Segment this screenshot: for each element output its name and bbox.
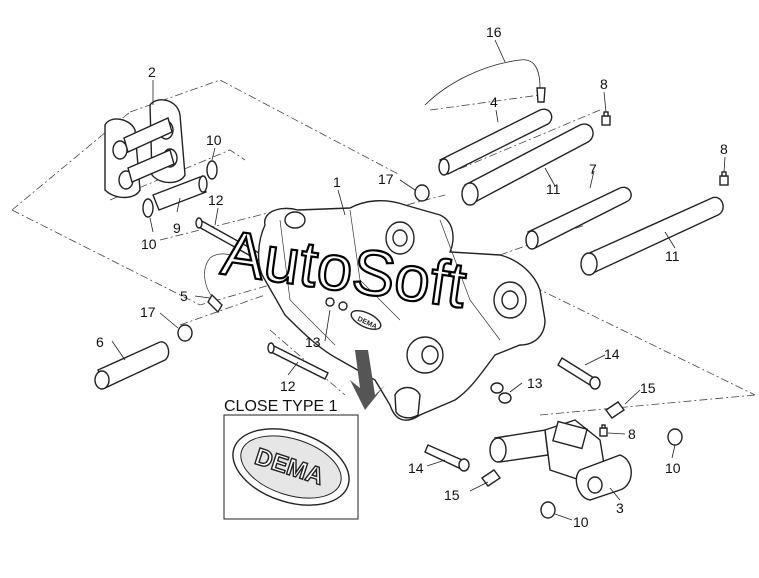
part-8-nipple-a [601, 111, 611, 126]
label-part-10-b: 10 [141, 236, 157, 252]
part-9-pin [152, 175, 208, 211]
part-14-bolt-upper [557, 357, 601, 390]
label-part-7: 7 [589, 161, 597, 177]
label-part-15-a: 15 [640, 380, 656, 396]
part-5-clip-end [207, 293, 223, 314]
part-6-sleeve [94, 341, 170, 390]
part-number-labels: 2 16 4 8 8 10 1 17 11 7 12 9 10 11 5 17 … [96, 24, 728, 530]
leader-lines [111, 39, 726, 521]
label-part-3: 3 [616, 500, 624, 516]
part-5-wire-clip [204, 253, 246, 301]
ring-10-b [142, 198, 154, 218]
part-2-bracket [104, 99, 186, 199]
label-part-12-b: 12 [280, 378, 296, 394]
ring-10-c [667, 428, 683, 446]
part-8-nipple-b [719, 171, 729, 186]
label-part-8-a: 8 [600, 76, 608, 92]
ring-10-d [540, 501, 556, 519]
label-part-8-c: 8 [628, 426, 636, 442]
label-part-10-c: 10 [665, 460, 681, 476]
label-part-13-a: 13 [305, 334, 321, 350]
label-part-6: 6 [96, 334, 104, 350]
label-part-17-b: 17 [140, 304, 156, 320]
label-part-1: 1 [333, 174, 341, 190]
label-part-12-a: 12 [208, 192, 224, 208]
label-part-11-b: 11 [665, 248, 680, 264]
label-part-10-d: 10 [573, 514, 589, 530]
label-part-8-b: 8 [720, 141, 728, 157]
label-part-5: 5 [180, 288, 188, 304]
ring-10-a [206, 160, 218, 180]
part-13-nut-b [498, 392, 512, 404]
label-part-17-a: 17 [378, 171, 394, 187]
closeup-arrow [350, 350, 385, 410]
part-8-nipple-c [599, 424, 608, 437]
ring-17-left [177, 324, 193, 342]
part-13-nut-a [490, 382, 504, 394]
part-4-cylinder [438, 108, 553, 176]
label-part-15-b: 15 [444, 487, 460, 503]
label-part-14-b: 14 [408, 460, 424, 476]
label-part-2: 2 [148, 64, 156, 80]
part-7-tube [525, 186, 632, 250]
part-16-cable [424, 59, 541, 106]
label-part-16: 16 [486, 24, 502, 40]
label-part-4: 4 [490, 94, 498, 110]
part-11-tube-a [461, 123, 594, 206]
part-16-connector [536, 87, 546, 103]
label-part-9: 9 [173, 220, 181, 236]
label-part-13-b: 13 [527, 375, 543, 391]
part-1-main-frame: DEMA [257, 200, 546, 421]
label-part-11-a: 11 [546, 181, 561, 197]
ring-17-right [414, 184, 430, 202]
part-12-bolt-lower [267, 342, 329, 380]
part-15-fitting-upper [604, 401, 626, 419]
label-part-14-a: 14 [604, 346, 620, 362]
dema-logo-plate: DEMA [232, 428, 350, 506]
part-14-bolt-lower [424, 444, 470, 472]
part-11-tube-b [580, 196, 724, 276]
label-part-10-a: 10 [206, 132, 222, 148]
inset-close-type: CLOSE TYPE 1 DEMA [223, 398, 359, 520]
inset-title: CLOSE TYPE 1 [224, 398, 338, 415]
part-3-hydraulic-cylinder [489, 419, 632, 501]
